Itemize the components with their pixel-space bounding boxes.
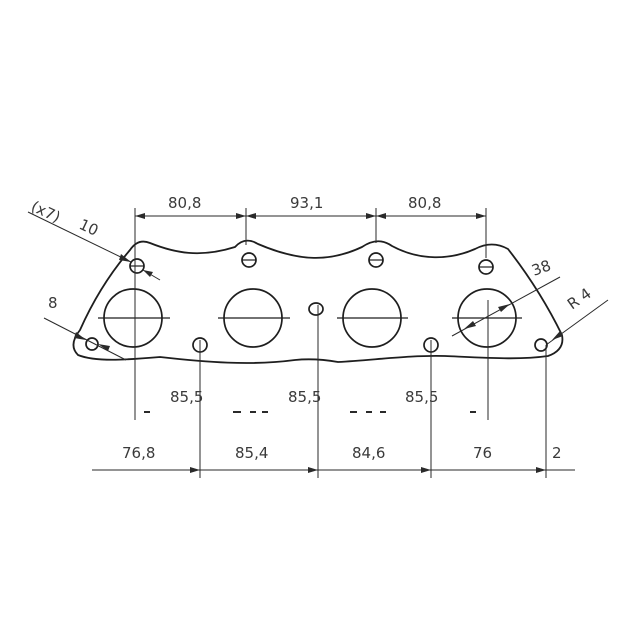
top-dimension-line (135, 213, 486, 219)
left-dim-leader (43, 317, 127, 361)
bottom-dim-3: 84,6 (352, 444, 385, 462)
bottom-dimension-line (92, 467, 575, 473)
corner-radius-value: R 4 (564, 284, 595, 313)
left-dim-value: 8 (48, 294, 58, 312)
bottom-dim-4: 76 (473, 444, 492, 462)
bolt-hole (85, 337, 99, 351)
top-dim-1: 80,8 (168, 194, 201, 212)
port-diameter-value: 38 (529, 256, 553, 279)
bolt-hole-callout-leader (27, 211, 161, 281)
mid-dim-3: 85,5 (405, 388, 438, 406)
bolt-hole-diameter: 10 (76, 215, 101, 239)
bottom-dim-5: 2 (552, 444, 562, 462)
mid-dim-1: 85,5 (170, 388, 203, 406)
bolt-hole (534, 338, 548, 352)
bolt-hole-count: (x7) (28, 197, 63, 226)
port-diameter-leader (451, 276, 561, 337)
gasket-outline (72, 239, 564, 364)
bottom-dim-1: 76,8 (122, 444, 155, 462)
corner-radius-leader (545, 299, 609, 346)
bolt-holes (85, 252, 548, 353)
locating-hole (308, 302, 324, 316)
bottom-dim-2: 85,4 (235, 444, 268, 462)
top-dim-2: 93,1 (290, 194, 323, 212)
top-dim-3: 80,8 (408, 194, 441, 212)
extension-lines (134, 208, 547, 478)
mid-dim-2: 85,5 (288, 388, 321, 406)
